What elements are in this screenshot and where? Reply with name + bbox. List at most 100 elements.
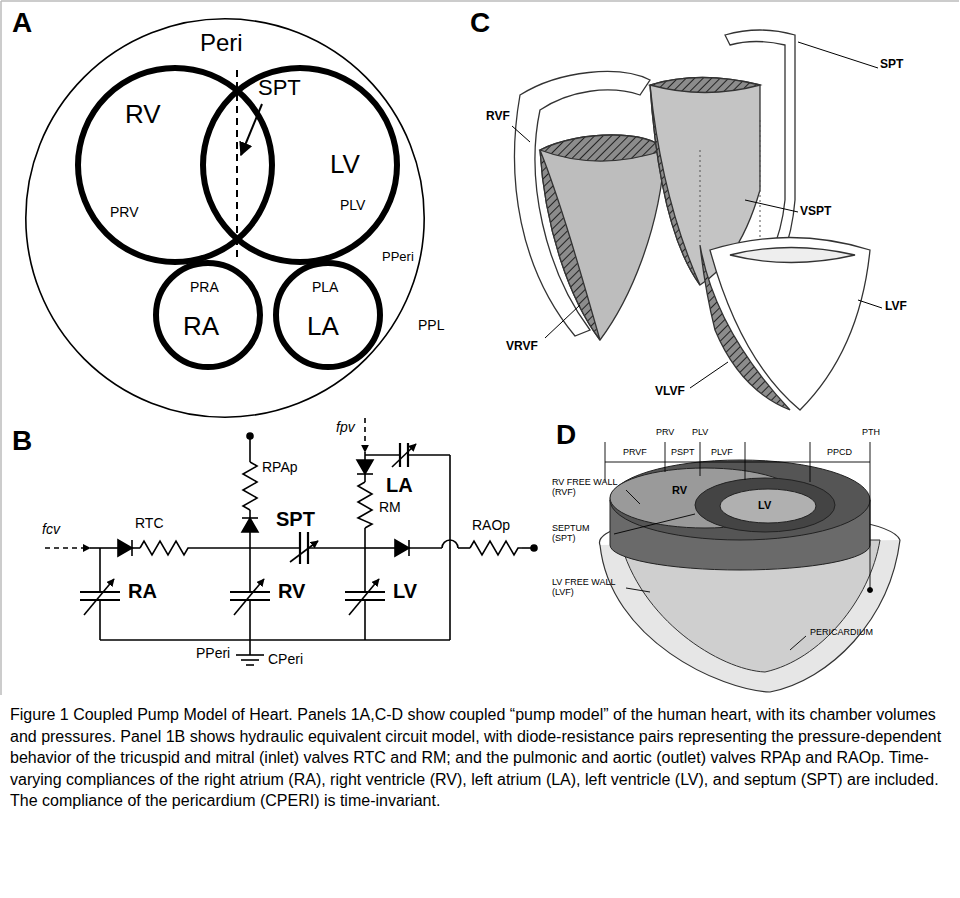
circuit [364, 418, 366, 452]
part-label: SEPTUM (SPT) [552, 524, 612, 544]
circuit [241, 659, 259, 661]
circuit [522, 547, 531, 549]
leader-line [512, 42, 882, 388]
panel-letter: B [12, 426, 32, 457]
chamber-name: RA [183, 312, 219, 341]
circuit [365, 454, 400, 456]
circuit [470, 541, 522, 555]
circuit [395, 540, 409, 556]
circuit [364, 474, 366, 482]
guide-line [700, 120, 760, 245]
circle-outline [156, 263, 260, 367]
circuit [357, 460, 373, 474]
lv-free-wall [730, 248, 855, 263]
circuit [234, 579, 264, 615]
circuit [80, 591, 120, 593]
valve-resistor-label: RM [379, 500, 401, 515]
circuit [364, 600, 366, 640]
ventricle-cylinder [695, 478, 835, 532]
pressure-guide [870, 442, 871, 588]
panel-letter: A [12, 8, 32, 39]
circle-outline [75, 65, 275, 265]
circuit [349, 579, 379, 615]
frame-line [1, 1, 959, 695]
ventricle-cylinder [610, 460, 870, 540]
circuit [449, 455, 451, 640]
circuit [442, 540, 458, 548]
part-label: PERICARDIUM [810, 628, 873, 638]
pressure-label: PLA [312, 280, 338, 295]
circuit [249, 600, 251, 640]
circuit [249, 640, 251, 655]
circle-outline [78, 68, 272, 262]
leader-line [690, 362, 728, 388]
compliance-label: LA [386, 474, 413, 496]
circuit [249, 532, 251, 548]
circuit [90, 547, 118, 549]
circuit [299, 532, 301, 564]
pressure-label: PRVF [623, 448, 647, 458]
chamber-name: LA [307, 312, 339, 341]
pressure-label: PLV [340, 198, 365, 213]
circuit [364, 548, 366, 592]
pressure-label: PTH [862, 428, 880, 438]
part-label: RVF [486, 110, 510, 123]
pressure-label: PSPT [671, 448, 695, 458]
valve-resistor-label: RTC [135, 516, 164, 531]
circuit [99, 548, 101, 592]
part-label: SPT [880, 58, 903, 71]
ventricle-cylinder [720, 489, 816, 523]
pressure-label: PLVF [711, 448, 733, 458]
circuit [100, 639, 450, 641]
circuit [236, 654, 264, 656]
leader-line [512, 126, 530, 142]
circle-outline [25, 18, 425, 418]
flow-label: fcv [42, 522, 60, 537]
circuit [230, 591, 270, 593]
circle-outline [203, 68, 397, 262]
pressure-label: PPeri [196, 646, 230, 661]
septum-piece [650, 85, 700, 285]
circuit [365, 547, 395, 549]
region-name: Peri [200, 30, 243, 56]
valve-resistor-label: RAOp [472, 518, 510, 533]
compliance-label: RV [278, 580, 305, 602]
septum-line [236, 70, 238, 262]
septum-piece [650, 78, 760, 93]
valve-resistor-label: RPAp [262, 460, 298, 475]
circle-outline [276, 263, 380, 367]
circuit [99, 600, 101, 640]
circle-outline [26, 19, 424, 417]
compliance-label: SPT [276, 508, 315, 530]
volume-label: VRVF [506, 340, 538, 353]
pressure-guide [626, 490, 640, 504]
pressure-guide [790, 636, 806, 650]
circuit [140, 541, 190, 555]
compliance-label: LV [393, 580, 417, 602]
pressure-label: PPCD [827, 448, 852, 458]
lv-free-wall [700, 245, 790, 410]
chamber-name: LV [758, 499, 771, 511]
pressure-label: PRV [656, 428, 674, 438]
circuit [408, 454, 450, 456]
chamber-name: RV [672, 484, 687, 496]
pressure-label: PPL [418, 318, 444, 333]
circuit [118, 540, 132, 556]
circuit [364, 528, 366, 548]
circuit [190, 547, 300, 549]
chamber-circle: RV PRV [75, 65, 275, 265]
circuit [358, 482, 372, 528]
circuit [247, 433, 253, 439]
ventricle-cylinder [610, 460, 870, 570]
leader-line [858, 300, 882, 308]
circuit [290, 541, 318, 562]
part-label: LVF [885, 300, 907, 313]
pressure-label: PRV [110, 205, 139, 220]
chamber-circle: PRARA [153, 260, 263, 370]
guide-line [700, 150, 701, 245]
chamber-name: RV [125, 100, 161, 129]
chamber-circle: PLA LA [273, 260, 383, 370]
circuit [531, 545, 537, 551]
lv-free-wall [710, 238, 870, 411]
